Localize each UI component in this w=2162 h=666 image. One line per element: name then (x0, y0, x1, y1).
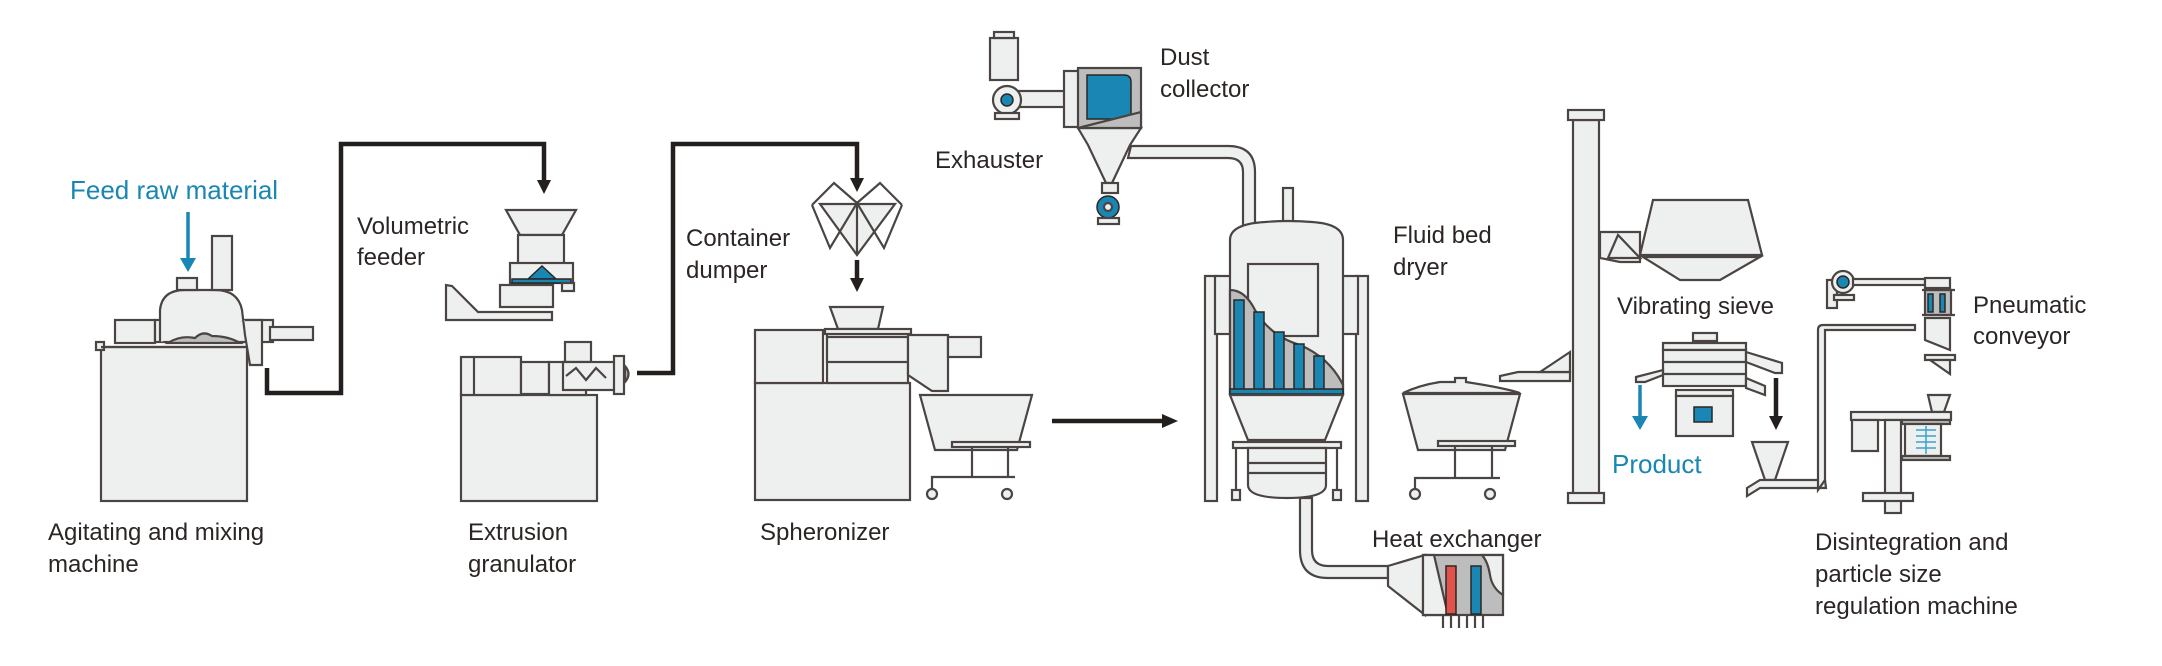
fluid-bed-dryer-label-1: Fluid bed (1393, 222, 1492, 249)
dust-collector (1062, 66, 1257, 230)
disintegration-label-1: Disintegration and (1815, 529, 2008, 556)
feed-arrow (180, 212, 196, 272)
disintegration-label-3: regulation machine (1815, 593, 2018, 620)
disintegration-label-2: particle size (1815, 561, 1942, 588)
heat-exchanger-pipes (1441, 615, 1485, 628)
product-arrow (1632, 385, 1648, 430)
vibrating-sieve (1634, 331, 1784, 438)
dust-collector-label-1: Dust (1160, 44, 1210, 71)
dryer-bowl-cart (1401, 349, 1572, 501)
volumetric-feeder-label-2: feeder (357, 244, 425, 271)
pneumatic-conveyor (1745, 269, 1957, 498)
lifting-column (1566, 108, 1606, 505)
spheronizer (753, 305, 983, 502)
flow-granulator-to-dumper (637, 141, 864, 376)
exhauster-label: Exhauster (935, 147, 1043, 174)
flow-spheronizer-to-dryer (1052, 414, 1178, 428)
spheronizer-cart (918, 393, 1034, 501)
fluid-bed-dryer (1203, 186, 1370, 503)
pneumatic-conveyor-label-1: Pneumatic (1973, 292, 2086, 319)
disintegration-screen (1916, 426, 1936, 454)
volumetric-feeder-label-1: Volumetric (357, 213, 469, 240)
sieve-hopper (1598, 198, 1765, 282)
agitating-mixing-machine (94, 234, 315, 503)
flow-mixer-to-feeder (264, 141, 551, 396)
agitating-mixer-label-2: machine (48, 551, 139, 578)
agitating-mixer-label-1: Agitating and mixing (48, 519, 264, 546)
dryer-blue-filters (1229, 299, 1344, 395)
reject-arrow (1769, 378, 1783, 430)
exhauster (988, 30, 1067, 121)
extrusion-granulator (459, 340, 630, 503)
container-dumper-label-2: dumper (686, 257, 767, 284)
spheronizer-label: Spheronizer (760, 519, 889, 546)
extrusion-granulator-label-2: granulator (468, 551, 576, 578)
container-dumper-label-1: Container (686, 225, 790, 252)
volumetric-feeder (444, 208, 578, 322)
fluid-bed-dryer-label-2: dryer (1393, 254, 1448, 281)
pneumatic-conveyor-label-2: conveyor (1973, 323, 2070, 350)
feed-raw-material-label: Feed raw material (70, 175, 278, 205)
extrusion-granulator-label-1: Extrusion (468, 519, 568, 546)
dust-collector-label-2: collector (1160, 76, 1249, 103)
heat-exchanger (1298, 496, 1505, 628)
disintegration-machine (1849, 393, 1953, 515)
product-label: Product (1612, 449, 1702, 479)
container-dumper (810, 181, 904, 292)
heat-exchanger-label: Heat exchanger (1372, 526, 1541, 553)
vibrating-sieve-label: Vibrating sieve (1617, 293, 1774, 320)
